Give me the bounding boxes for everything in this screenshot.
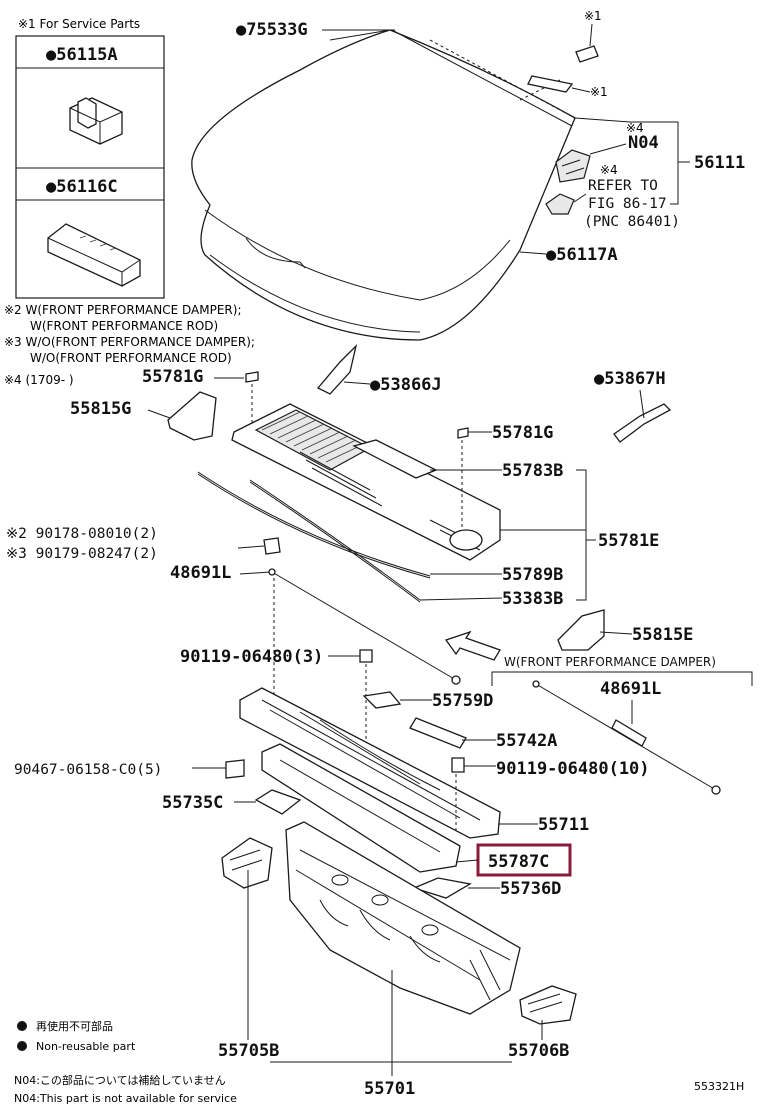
side-bracket-55706b-drawing (519, 985, 577, 1025)
label-90119-10: 90119-06480(10) (496, 759, 650, 779)
note-3-line1: ※3 W/O(FRONT PERFORMANCE DAMPER); (4, 335, 255, 349)
label-n04: N04 (628, 133, 659, 153)
label-55815g: 55815G (70, 399, 131, 419)
label-90119-3: 90119-06480(3) (180, 647, 323, 667)
note-4: ※4 (1709- ) (4, 373, 74, 387)
bolt-90119-10 (451, 757, 465, 773)
rod-48691l-a (271, 571, 457, 681)
cowl-lower-drawing (261, 743, 461, 873)
mark-4-a: ※4 (626, 121, 644, 135)
label-56117a: ●56117A (546, 245, 618, 265)
label-90467: 90467-06158-C0(5) (14, 762, 162, 778)
seal-53866j-drawing (316, 343, 358, 395)
damper-48691l-b (532, 680, 721, 795)
label-48691l-a: 48691L (170, 563, 231, 583)
label-90178: ※2 90178-08010(2) (6, 526, 158, 542)
label-55742a-drawing (409, 717, 467, 749)
legend-n04-en: N04:This part is not available for servi… (14, 1092, 237, 1105)
bracket-55735c-drawing (254, 789, 302, 815)
sensor-bracket-drawing (545, 193, 575, 215)
cover-55815e-drawing (557, 609, 605, 651)
seal-53867h-drawing (613, 403, 672, 443)
label-53867h: ●53867H (594, 369, 666, 389)
label-w-damper: W(FRONT PERFORMANCE DAMPER) (504, 655, 716, 669)
clip-90178-drawing (263, 537, 281, 555)
mark-1-top: ※1 (584, 9, 602, 23)
label-90179: ※3 90179-08247(2) (6, 546, 158, 562)
cowl-louver-drawing (231, 403, 501, 561)
note-2-line1: ※2 W(FRONT PERFORMANCE DAMPER); (4, 303, 242, 317)
label-55736d: 55736D (500, 879, 561, 899)
label-55735c: 55735C (162, 793, 223, 813)
label-55781g-b: 55781G (492, 423, 553, 443)
screw-55781g-b (457, 427, 469, 439)
label-55759d: 55759D (432, 691, 493, 711)
label-55742a: 55742A (496, 731, 557, 751)
seal-55789b-drawing (197, 471, 431, 577)
legend-nonreusable-jp: 再使用不可部品 (36, 1019, 113, 1033)
bracket-55736d-drawing (412, 877, 472, 899)
strip-drawing-top (527, 75, 574, 93)
label-56115a: ●56115A (46, 45, 118, 65)
label-55711: 55711 (538, 815, 589, 835)
label-55781e: 55781E (598, 531, 659, 551)
mark-1-mid: ※1 (590, 85, 608, 99)
legend-nonreusable-en: Non-reusable part (36, 1040, 136, 1053)
label-55789b: 55789B (502, 565, 563, 585)
side-bracket-55705b-drawing (221, 837, 273, 889)
bolt-90119-3 (359, 649, 373, 663)
label-55787c[interactable]: 55787C (488, 852, 549, 872)
label-55781g-a: 55781G (142, 367, 203, 387)
label-refer-line2: FIG 86-17 (588, 196, 667, 212)
label-55815e: 55815E (632, 625, 693, 645)
clip-90467-drawing (225, 759, 245, 779)
direction-arrow (444, 630, 501, 661)
dash-panel-55701-drawing (285, 821, 521, 1015)
nonreusable-bullet-en (17, 1041, 27, 1051)
label-refer-line1: REFER TO (588, 178, 658, 194)
legend-n04-jp: N04:この部品については補給していません (14, 1073, 226, 1087)
label-56116c: ●56116C (46, 177, 118, 197)
clip-56115a-drawing (69, 97, 123, 145)
label-55783b: 55783B (502, 461, 563, 481)
cover-55815g-drawing (167, 391, 217, 441)
label-48691l-b: 48691L (600, 679, 661, 699)
label-53866j: ●53866J (370, 375, 442, 395)
nonreusable-bullet (17, 1021, 27, 1031)
label-55705b: 55705B (218, 1041, 279, 1061)
label-75533g: ●75533G (236, 20, 308, 40)
strip-56116c-drawing (47, 223, 141, 287)
mark-4-b: ※4 (600, 163, 618, 177)
label-53383b: 53383B (502, 589, 563, 609)
bracket-55759d-drawing (362, 691, 402, 709)
windshield-glass (191, 29, 576, 341)
figure-id: 553321H (694, 1080, 744, 1093)
seal-53383b-drawing (249, 479, 421, 601)
label-55706b: 55706B (508, 1041, 569, 1061)
mirror-bracket-drawing (555, 149, 591, 183)
screw-55781g-a (245, 371, 259, 383)
clip-drawing-top (575, 45, 599, 63)
label-refer-line3: (PNC 86401) (584, 214, 680, 230)
service-box (15, 35, 165, 299)
note-2-line2: W(FRONT PERFORMANCE ROD) (30, 319, 218, 333)
label-56111: 56111 (694, 153, 745, 173)
note-3-line2: W/O(FRONT PERFORMANCE ROD) (30, 351, 232, 365)
label-55701: 55701 (364, 1079, 415, 1099)
service-box-title: ※1 For Service Parts (18, 17, 140, 31)
cowl-panel-55711-drawing (239, 687, 501, 839)
